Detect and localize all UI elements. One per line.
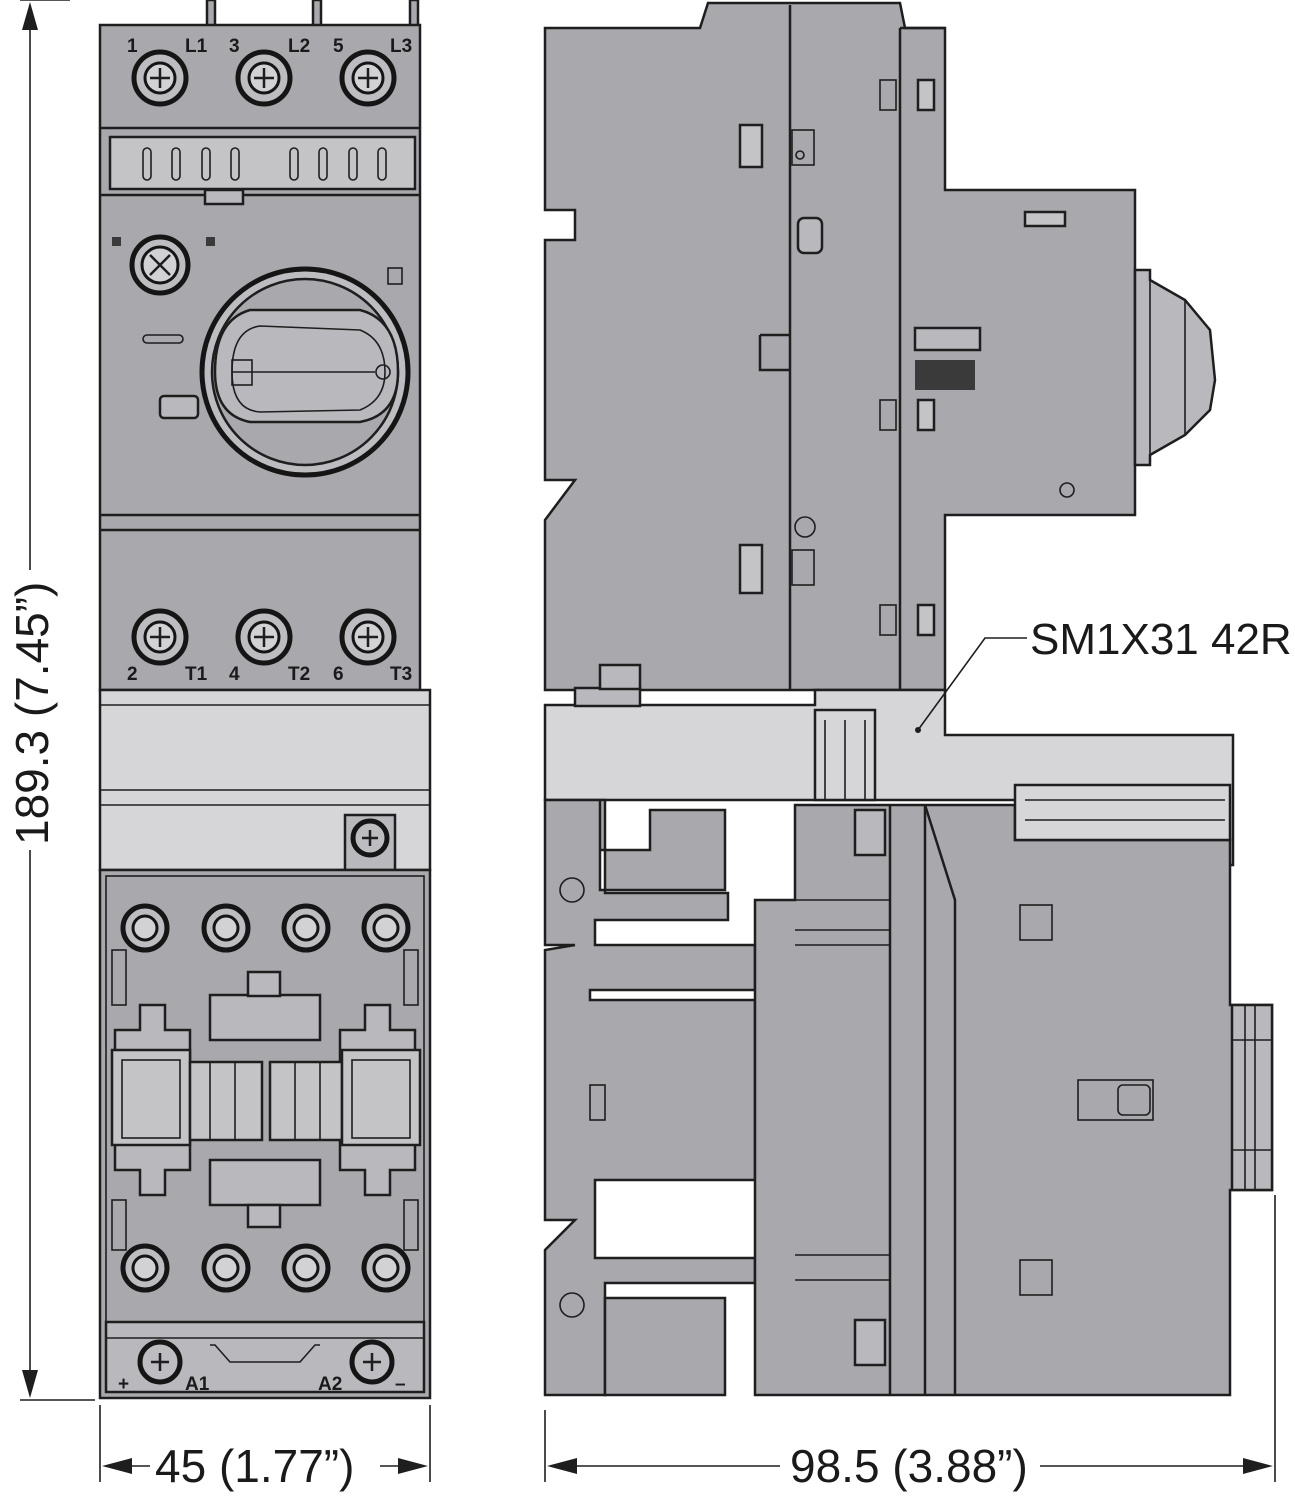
callout-label: SM1X31 42R <box>1030 615 1292 664</box>
adjustment-screw-icon <box>129 234 191 296</box>
terminal-label-2: 2 <box>127 664 138 685</box>
side-depth-dimension: 98.5 (3.88”) <box>544 1195 1276 1492</box>
contactor-side-left <box>543 798 757 1397</box>
adapter-side <box>543 688 1235 867</box>
terminal-label-L1: L1 <box>185 36 208 57</box>
terminal-label-3: 3 <box>229 36 240 57</box>
contactor-side-main <box>753 803 1274 1397</box>
coil-label-minus: – <box>395 1374 406 1395</box>
coil-label-plus: + <box>118 1374 129 1395</box>
coil-label-A2: A2 <box>318 1374 342 1395</box>
indicator-strip <box>108 135 417 191</box>
front-width-dimension: 45 (1.77”) <box>99 1405 431 1492</box>
front-view: 1 L1 3 L2 5 L3 <box>98 0 432 1400</box>
terminal-label-1: 1 <box>127 36 138 57</box>
terminal-label-5: 5 <box>333 36 344 57</box>
callout: SM1X31 42R <box>915 615 1292 733</box>
contactor-bottom-screws <box>120 1243 411 1293</box>
terminal-label-T1: T1 <box>185 664 208 685</box>
bottom-terminal-screws <box>131 608 397 666</box>
terminal-label-T3: T3 <box>390 664 412 685</box>
terminal-label-6: 6 <box>333 664 344 685</box>
top-terminal-screws <box>131 49 397 107</box>
side-view <box>543 1 1274 1397</box>
terminal-label-L3: L3 <box>390 36 412 57</box>
rotary-handle <box>199 266 411 478</box>
coil-label-A1: A1 <box>185 1374 210 1395</box>
contactor-top-screws <box>120 903 411 953</box>
contactor-mechanism <box>110 949 422 1251</box>
breaker-side-body <box>543 1 1137 692</box>
height-dimension-label: 189.3 (7.45”) <box>6 582 58 845</box>
terminal-label-L2: L2 <box>288 36 310 57</box>
knob-side <box>1133 268 1217 467</box>
terminal-label-4: 4 <box>229 664 240 685</box>
terminal-label-T2: T2 <box>288 664 310 685</box>
front-width-dimension-label: 45 (1.77”) <box>155 1440 354 1492</box>
indicator-slots <box>142 147 387 181</box>
height-dimension: 189.3 (7.45”) <box>6 0 95 1401</box>
side-depth-dimension-label: 98.5 (3.88”) <box>790 1440 1028 1492</box>
